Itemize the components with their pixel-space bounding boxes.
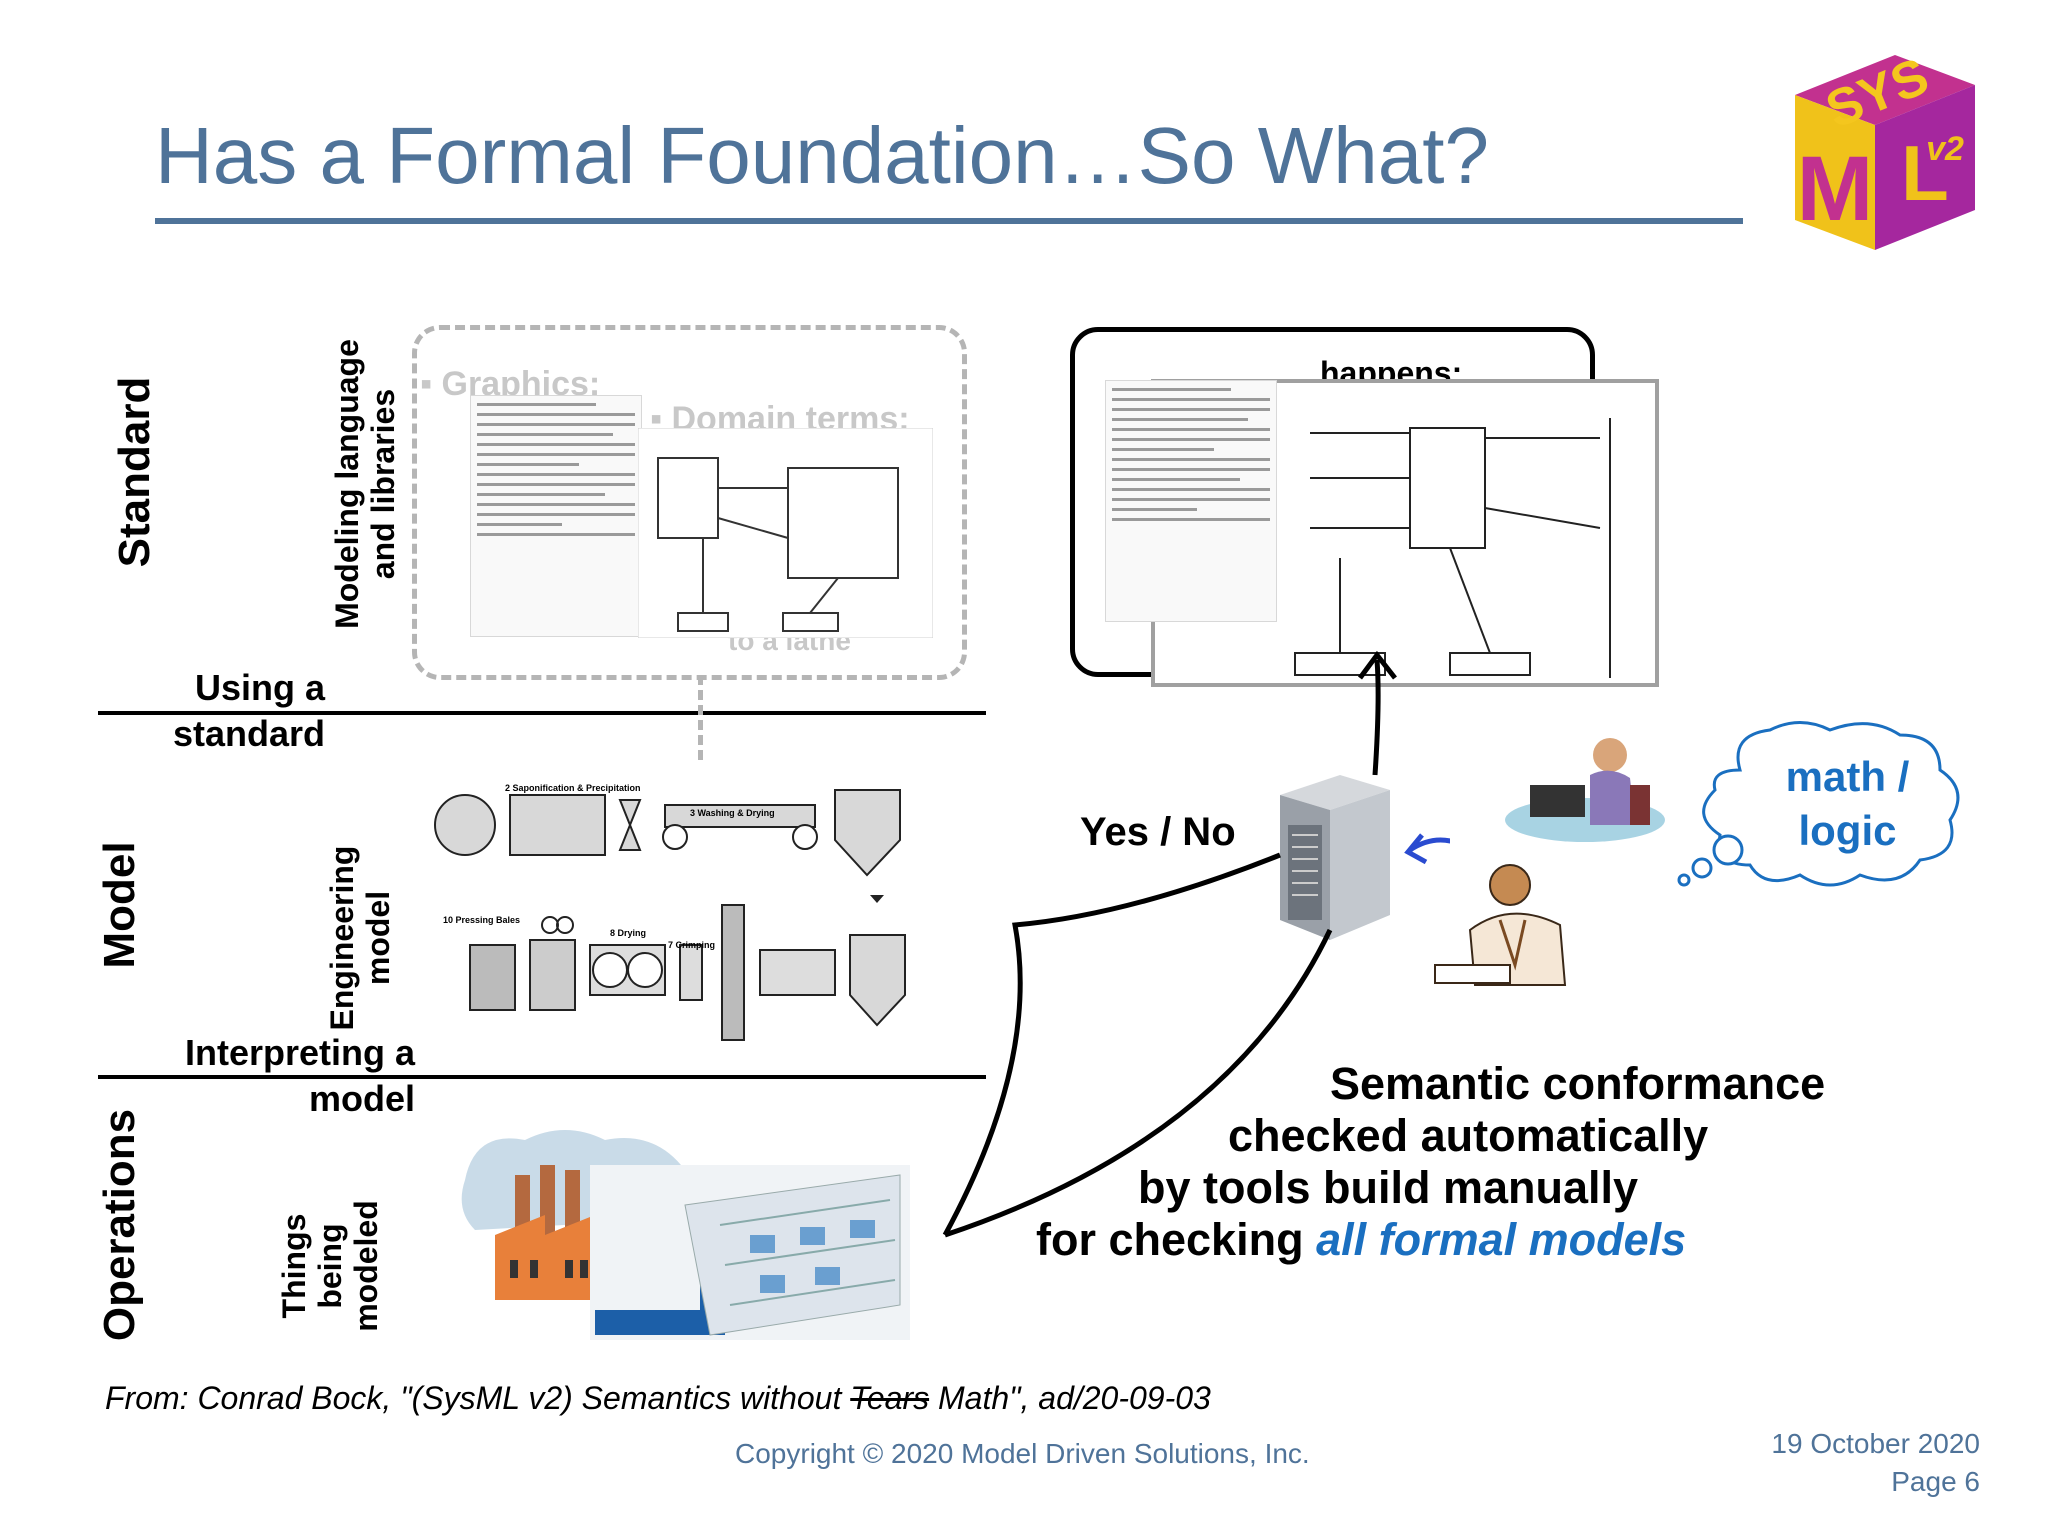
band-sub-model-text: Engineering model <box>324 845 396 1031</box>
separator-label-interpreting: Interpreting a model <box>150 1030 415 1122</box>
page-number: Page 6 <box>1891 1466 1980 1497</box>
separator-using <box>98 711 986 715</box>
conformance-line-2: checked automatically <box>1228 1110 1709 1161</box>
source-struck-word: Tears <box>850 1380 930 1416</box>
source-suffix: Math", ad/20-09-03 <box>929 1380 1211 1416</box>
conformance-line-4-prefix: for checking <box>1036 1214 1317 1265</box>
source-citation: From: Conrad Bock, "(SysML v2) Semantics… <box>105 1380 1211 1417</box>
source-prefix: From: Conrad Bock, "(SysML v2) Semantics… <box>105 1380 851 1416</box>
connection-arrows <box>942 650 1450 1238</box>
callout-connector <box>698 675 703 760</box>
title-underline <box>155 218 1743 224</box>
process-flow-diagram <box>434 789 906 1041</box>
thought-bubble-text: math / logic <box>1760 750 1935 858</box>
process-step-2: 2 Saponification & Precipitation <box>505 783 641 793</box>
copyright-notice: Copyright © 2020 Model Driven Solutions,… <box>735 1438 1310 1469</box>
svg-text:L: L <box>1901 129 1949 217</box>
band-label-operations: Operations <box>95 1108 144 1342</box>
slide-title: Has a Formal Foundation…So What? <box>155 111 1489 200</box>
process-step-3: 3 Washing & Drying <box>690 808 775 818</box>
date-page-block: 19 October 2020 Page 6 <box>1771 1425 1980 1501</box>
thought-bubble-label: math / logic <box>1785 753 1910 854</box>
engineer-drafting-illustration <box>1434 864 1567 986</box>
conformance-line-3: by tools build manually <box>1138 1162 1639 1213</box>
band-label-standard: Standard <box>110 376 159 568</box>
metamodel-diagram-thumbnail <box>638 428 933 638</box>
standard-callout <box>412 325 967 680</box>
result-document-thumbnail <box>1105 380 1277 622</box>
slide-date: 19 October 2020 <box>1771 1428 1980 1459</box>
sysml-v2-logo: SYS M L v2 <box>1795 47 1975 250</box>
band-sub-standard-text: Modeling language and libraries <box>329 339 401 629</box>
yes-no-label: Yes / No <box>1080 810 1236 854</box>
spec-document-thumbnail <box>470 395 642 637</box>
band-sub-operations-text: Things being modeled <box>276 1200 384 1332</box>
plant-floor-illustration <box>590 1165 910 1340</box>
thought-bubble <box>1677 721 1960 887</box>
conformance-emphasis: all formal models <box>1316 1214 1687 1265</box>
process-step-10: 10 Pressing Bales <box>443 915 521 925</box>
process-step-8: 8 Drying <box>610 928 647 938</box>
band-sub-operations: Things being modeled <box>276 1191 384 1341</box>
band-sub-standard: Modeling language and libraries <box>329 329 401 639</box>
conformance-line-4: for checking all formal models <box>1036 1214 1686 1266</box>
engineer-at-desk-illustration <box>1505 738 1665 842</box>
svg-text:v2: v2 <box>1926 130 1964 168</box>
checking-tool-server-icon <box>1280 775 1390 940</box>
conformance-line-1: Semantic conformance <box>1330 1058 1826 1109</box>
separator-label-using: Using a standard <box>140 665 325 757</box>
separator-interpreting <box>98 1075 986 1079</box>
band-sub-model: Engineering model <box>324 833 396 1043</box>
process-step-7: 7 Crimping <box>668 940 716 950</box>
svg-text:M: M <box>1797 138 1874 240</box>
separator-label-using-text: Using a standard <box>172 667 325 754</box>
band-label-model: Model <box>95 841 144 969</box>
separator-label-interpreting-text: Interpreting a model <box>184 1032 415 1119</box>
